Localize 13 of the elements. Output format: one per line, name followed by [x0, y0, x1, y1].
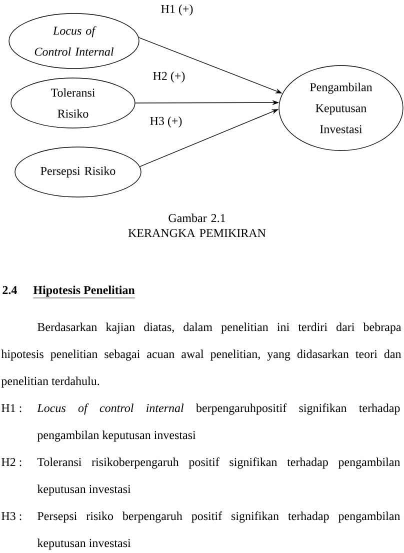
hypothesis-label: H3 : — [2, 512, 22, 520]
hypothesis-label: H2 : — [2, 458, 22, 466]
paragraph: Berdasarkan kajian diatas, dalam penelitian ini terdiri dari bebrapa hipotesis penelitian sebagai acuan awal penelitian, yang didasarkan teori dan penelitian terdahulu. — [1, 322, 402, 388]
section-heading: Hipotesis Penelitian — [33, 286, 136, 298]
section-number: 2.4 — [2, 286, 17, 294]
hypothesis-text: Toleransi risikoberpengaruh positif signifikan terhadap pengambilan keputusan investasi — [37, 458, 400, 496]
edge-label: H1 (+) — [160, 4, 194, 16]
hypothesis-label: H1 : — [2, 404, 22, 412]
hypothesis-text: Locus of control internal berpengaruhpositif signifikan terhadap pengambilan keputusan investasi — [37, 404, 400, 442]
edge-label: H3 (+) — [148, 116, 184, 128]
hypothesis-text: Persepsi risiko berpengaruh positif signifikan terhadap pengambilan keputusan investasi — [37, 512, 400, 550]
figure-caption: Gambar 2.1 KERANGKA PEMIKIRAN — [128, 214, 266, 238]
edge-label: H2 (+) — [152, 70, 186, 84]
